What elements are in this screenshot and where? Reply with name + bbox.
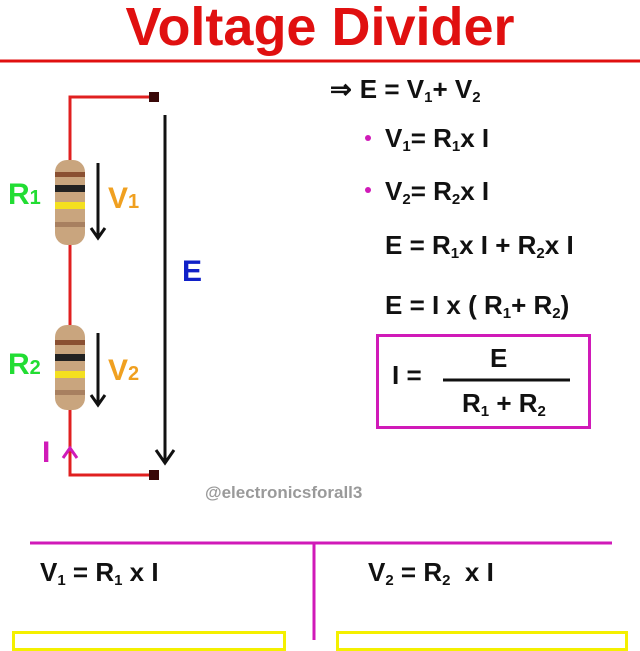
current-arrow [61, 445, 79, 459]
r1-main: R [8, 178, 30, 211]
eq-sub: 2 [537, 403, 546, 420]
eq-part: = R [65, 557, 115, 587]
v2-sub: 2 [128, 363, 140, 385]
eq-part: E = R [385, 230, 451, 260]
label-r2: R2 [8, 348, 41, 382]
e-arrow [154, 115, 176, 466]
eq-part: x I [544, 230, 574, 260]
eq-part: V [385, 176, 403, 206]
eq-part: x I [122, 557, 159, 587]
watermark: @electronicsforall3 [205, 483, 363, 502]
yellow-box-left [12, 631, 286, 651]
bullet-1 [365, 135, 371, 141]
eq-part: + V [432, 74, 473, 104]
implies-arrow-icon: ⇒ [330, 74, 352, 104]
formula-numerator: E [490, 343, 508, 373]
eq-sub: 1 [114, 572, 123, 589]
bottom-right-equation: V2 = R2 x I [368, 557, 494, 589]
current-formula-box [376, 334, 591, 429]
label-v2: V2 [108, 354, 139, 388]
equation-4: E = R1x I + R2x I [385, 230, 574, 262]
label-e: E [182, 255, 203, 288]
eq-part: ) [560, 290, 570, 320]
label-v1: V1 [108, 182, 139, 216]
bottom-left-equation: V1 = R1 x I [40, 557, 159, 589]
eq-part: x I [450, 557, 494, 587]
bullet-2 [365, 187, 371, 193]
resistor-r1 [55, 160, 85, 245]
resistor-r2 [55, 325, 85, 410]
v2-arrow [89, 333, 107, 408]
wire-top [68, 95, 155, 165]
v1-sub: 1 [128, 191, 140, 213]
eq-part: = R [410, 176, 452, 206]
eq-sub: 1 [480, 403, 490, 420]
eq-part: = R [393, 557, 443, 587]
eq-sub: 1 [57, 572, 66, 589]
v1-main: V [108, 182, 129, 215]
equation-2: V1= R1x I [385, 123, 489, 155]
eq-part: E = V [359, 74, 425, 104]
eq-part: = R [410, 123, 452, 153]
eq-part: E = I x ( R [385, 290, 503, 320]
eq-sub: 2 [451, 191, 461, 208]
r1-sub: 1 [29, 187, 41, 209]
eq-sub: 2 [385, 572, 394, 589]
eq-part: V [385, 123, 403, 153]
eq-sub: 1 [502, 305, 512, 322]
equation-3: V2= R2x I [385, 176, 489, 208]
eq-sub: 2 [536, 245, 545, 262]
eq-sub: 1 [402, 138, 411, 155]
eq-sub: 1 [424, 89, 433, 106]
eq-sub: 2 [442, 572, 451, 589]
formula-denominator: R1 + R2 [462, 388, 546, 420]
eq-part: + R [489, 388, 538, 418]
v2-main: V [108, 354, 129, 387]
eq-part: R [462, 388, 481, 418]
eq-sub: 1 [451, 138, 461, 155]
v1-arrow [89, 163, 107, 241]
eq-sub: 2 [472, 89, 481, 106]
terminal-top [149, 92, 159, 102]
eq-part: V [368, 557, 386, 587]
wire-bottom [68, 405, 155, 477]
eq-part: x I [460, 123, 490, 153]
formula-lhs: I = [392, 360, 422, 390]
eq-part: V [40, 557, 58, 587]
eq-part: + R [511, 290, 553, 320]
equation-5: E = I x ( R1+ R2) [385, 290, 569, 322]
equation-1: ⇒E = V1+ V2 [330, 74, 481, 106]
label-r1: R1 [8, 178, 41, 212]
eq-sub: 2 [402, 191, 411, 208]
eq-part: x I [460, 176, 490, 206]
yellow-box-right [336, 631, 628, 651]
r2-main: R [8, 348, 30, 381]
eq-sub: 2 [552, 305, 561, 322]
terminal-bottom [149, 470, 159, 480]
r2-sub: 2 [29, 357, 41, 379]
eq-sub: 1 [450, 245, 460, 262]
label-i: I [42, 436, 51, 469]
eq-part: x I + R [459, 230, 537, 260]
page-title: Voltage Divider [125, 0, 515, 57]
